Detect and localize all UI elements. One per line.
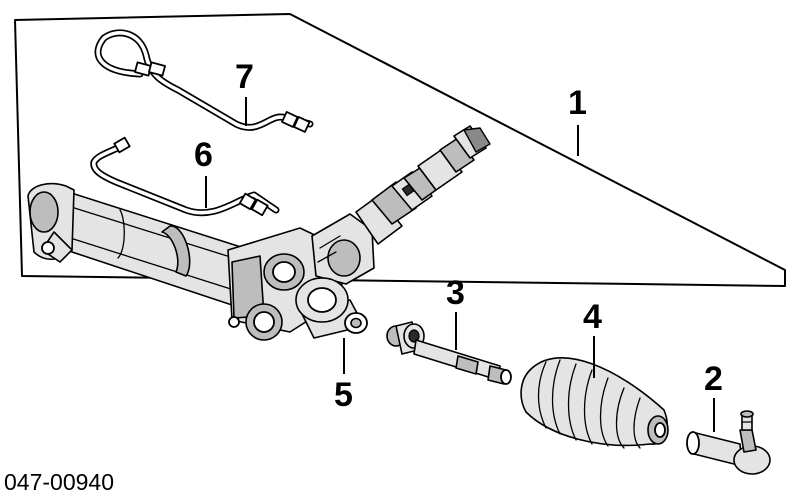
reference-code: 047-00940 — [4, 469, 114, 495]
callout-3: 3 — [446, 274, 465, 312]
bellows-boot-4 — [520, 357, 669, 449]
callout-1: 1 — [568, 84, 587, 122]
inner-tie-rod-3 — [386, 321, 512, 385]
input-shaft — [355, 125, 491, 245]
rack-housing — [27, 182, 375, 341]
callout-4: 4 — [583, 298, 602, 336]
pressure-line-7 — [94, 29, 314, 133]
callout-6: 6 — [194, 136, 213, 174]
callout-5: 5 — [334, 376, 353, 414]
callout-7: 7 — [235, 58, 254, 96]
outer-tie-rod-end-2 — [686, 410, 771, 475]
return-line-6 — [90, 136, 280, 217]
rack-end-5 — [295, 277, 368, 339]
callout-2: 2 — [704, 360, 723, 398]
assembly-boundary — [14, 13, 786, 287]
